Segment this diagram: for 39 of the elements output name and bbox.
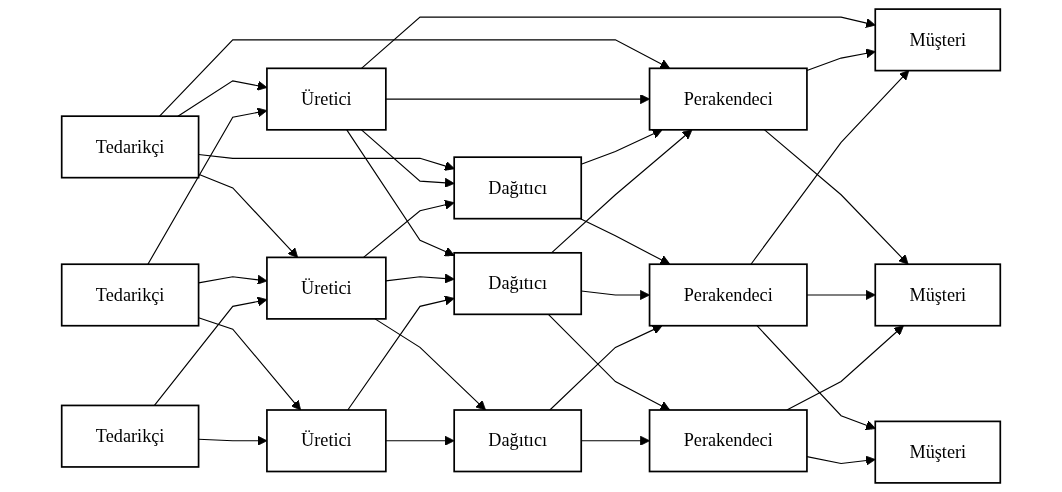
arrow: [763, 129, 909, 265]
node-box: Dağıtıcı: [453, 251, 583, 316]
arrow: [360, 16, 876, 69]
arrow: [385, 273, 455, 284]
arrow: [806, 455, 876, 466]
arrow: [374, 318, 486, 411]
node-box: Dağıtıcı: [453, 409, 583, 473]
arrow: [579, 218, 671, 265]
node-box: Dağıtıcı: [453, 156, 583, 220]
arrow: [549, 324, 663, 411]
node-box: Perakendeci: [648, 263, 808, 327]
arrow: [547, 313, 671, 411]
node-box: Perakendeci: [648, 67, 808, 131]
arrow: [550, 129, 693, 254]
node-box: Tedarikçi: [60, 263, 200, 327]
node-box: Tedarikçi: [60, 404, 200, 468]
node-box: Üretici: [266, 67, 387, 131]
node-box: Müşteri: [874, 420, 1002, 484]
arrow: [360, 129, 455, 188]
arrow: [806, 289, 876, 300]
arrow: [198, 173, 299, 258]
node-box: Müşteri: [874, 263, 1002, 327]
arrow: [806, 48, 876, 72]
node-box: Tedarikçi: [60, 115, 200, 179]
node-box: Müşteri: [874, 8, 1002, 72]
arrow: [198, 317, 302, 411]
arrow: [347, 295, 455, 411]
arrow: [385, 94, 650, 105]
arrow: [750, 70, 910, 265]
arrow: [159, 39, 671, 117]
arrow: [346, 129, 455, 257]
arrow: [786, 325, 904, 411]
node-box: Perakendeci: [648, 409, 808, 473]
arrow: [756, 325, 876, 431]
node-box: Üretici: [266, 256, 387, 320]
node-box: Üretici: [266, 409, 387, 473]
arrow: [198, 153, 455, 171]
arrow: [363, 199, 455, 258]
arrow: [385, 435, 455, 446]
